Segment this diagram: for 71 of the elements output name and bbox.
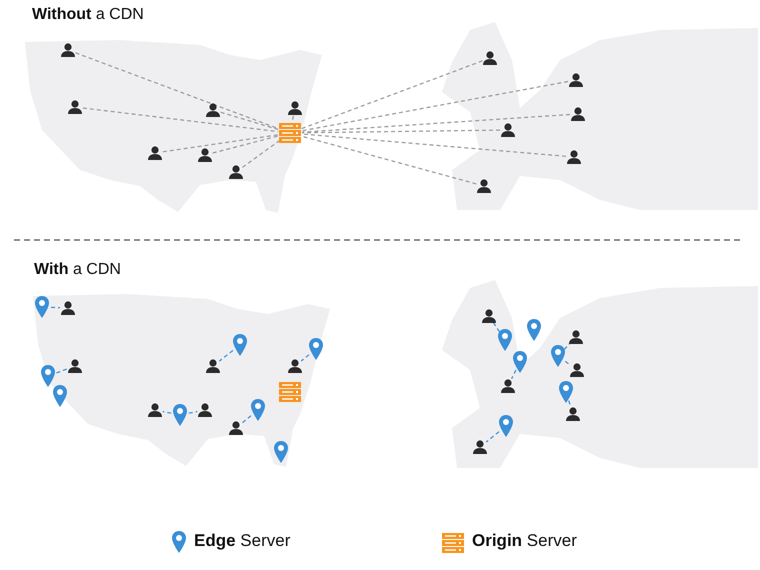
location-pin-icon (35, 296, 49, 318)
dashed-line (564, 360, 571, 366)
user-icon (569, 73, 583, 87)
user-icon (198, 148, 212, 162)
dashed-line (242, 140, 281, 168)
user-icon (61, 301, 75, 315)
dashed-line (56, 368, 68, 374)
user-icon (198, 403, 212, 417)
dashed-line (301, 136, 476, 184)
dashed-line (212, 135, 279, 154)
dashed-line (302, 80, 568, 132)
user-icon (206, 103, 220, 117)
user-icon (229, 165, 243, 179)
location-pin-icon (559, 381, 573, 403)
legend-text: Origin Server (472, 531, 577, 551)
dashed-line (220, 112, 279, 130)
dashed-line (302, 133, 566, 157)
user-icon (148, 403, 162, 417)
dashed-line (302, 130, 500, 134)
dashed-line (511, 370, 517, 380)
dashed-line (162, 134, 278, 152)
user-icon (473, 440, 487, 454)
user-icon (229, 421, 243, 435)
dashed-line (492, 322, 500, 333)
location-pin-icon (274, 441, 288, 463)
dashed-line (162, 411, 172, 414)
section-heading: With a CDN (34, 261, 121, 279)
server-icon (279, 123, 301, 143)
dashed-line (300, 60, 483, 130)
user-icon (501, 379, 515, 393)
dashed-line (242, 415, 252, 424)
dashed-line (218, 350, 234, 362)
location-pin-icon (551, 345, 565, 367)
user-icon (571, 107, 585, 121)
user-icon (288, 101, 302, 115)
section-heading: Without a CDN (32, 6, 144, 24)
user-icon (68, 100, 82, 114)
location-pin-icon (233, 334, 247, 356)
location-pin-icon (41, 365, 55, 387)
dashed-line (302, 114, 570, 133)
dashed-line (486, 431, 500, 442)
dashed-line (292, 116, 294, 122)
user-icon (566, 407, 580, 421)
dashed-line (564, 342, 571, 350)
dashed-line (50, 306, 60, 308)
user-icon (477, 179, 491, 193)
dashed-line (300, 354, 310, 362)
location-pin-icon (527, 319, 541, 341)
location-pin-icon (309, 338, 323, 360)
legend-text: Edge Server (194, 531, 290, 551)
location-pin-icon (499, 415, 513, 437)
location-pin-icon (173, 404, 187, 426)
location-pin-icon (498, 329, 512, 351)
user-icon (61, 43, 75, 57)
user-icon (482, 309, 496, 323)
user-icon (288, 359, 302, 373)
dashed-line (188, 411, 198, 414)
user-icon (501, 123, 515, 137)
user-icon (567, 150, 581, 164)
user-icon (570, 363, 584, 377)
server-icon (279, 382, 301, 402)
dashed-line (568, 400, 572, 407)
location-pin-icon (513, 351, 527, 373)
location-pin-icon (53, 385, 67, 407)
user-icon (148, 146, 162, 160)
user-icon (569, 330, 583, 344)
user-icon (68, 359, 82, 373)
user-icon (206, 359, 220, 373)
user-icon (483, 51, 497, 65)
dashed-line (82, 107, 278, 132)
location-pin-icon (251, 399, 265, 421)
